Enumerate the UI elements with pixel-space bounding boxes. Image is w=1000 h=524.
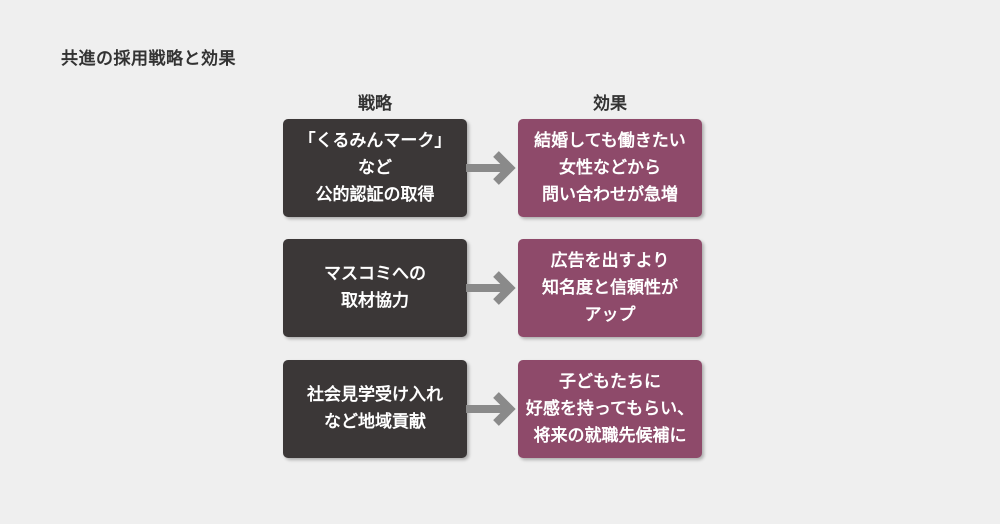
strategy-box-community: 社会見学受け入れ など地域貢献 <box>283 360 467 458</box>
effect-column-header: 効果 <box>593 94 627 114</box>
effect-box-recognition: 広告を出すより 知名度と信頼性が アップ <box>518 239 702 337</box>
effect-box-future-candidates: 子どもたちに 好感を持ってもらい、 将来の就職先候補に <box>518 360 702 458</box>
strategy-box-certification: 「くるみんマーク」 など 公的認証の取得 <box>283 119 467 217</box>
right-arrow-icon <box>466 271 516 305</box>
right-arrow-icon <box>466 392 516 426</box>
effect-box-inquiries: 結婚しても働きたい 女性などから 問い合わせが急増 <box>518 119 702 217</box>
diagram-title: 共進の採用戦略と効果 <box>61 49 236 69</box>
strategy-box-media: マスコミへの 取材協力 <box>283 239 467 337</box>
right-arrow-icon <box>466 151 516 185</box>
strategy-column-header: 戦略 <box>358 94 392 114</box>
